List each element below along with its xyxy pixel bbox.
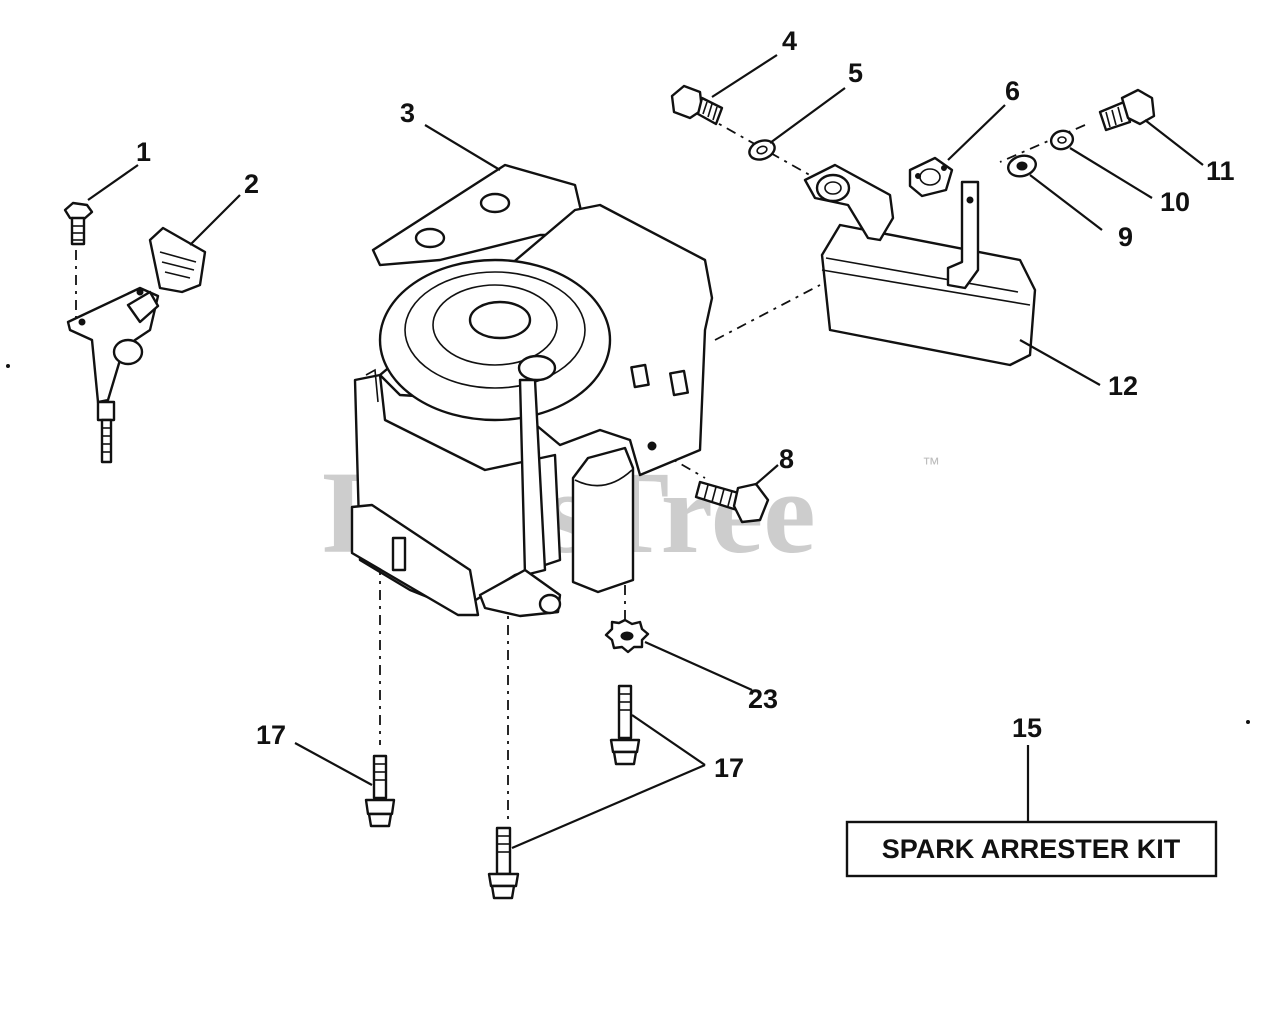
part-1-bolt [63, 201, 94, 246]
part-11-bolt [1098, 88, 1156, 132]
callout-15: 15 [1012, 713, 1042, 743]
part-17-bolt-left [364, 754, 396, 828]
spark-arrester-kit-label: SPARK ARRESTER KIT [882, 834, 1181, 864]
spark-arrester-kit-box: SPARK ARRESTER KIT [845, 820, 1218, 878]
callout-8: 8 [779, 444, 794, 474]
callout-23: 23 [748, 684, 778, 714]
callout-5: 5 [848, 58, 863, 88]
part-10-lock-washer [1049, 129, 1075, 151]
callout-6: 6 [1005, 76, 1020, 106]
callout-11: 11 [1206, 156, 1235, 186]
part-23-star-washer [604, 618, 650, 654]
callout-12: 12 [1108, 371, 1138, 401]
callout-17-right: 17 [714, 753, 744, 783]
callout-17-left: 17 [256, 720, 286, 750]
watermark-tm: ™ [922, 454, 940, 474]
assembly-lines [75, 115, 1086, 825]
leader-lines [87, 54, 1204, 850]
callout-1: 1 [136, 137, 151, 167]
callout-10: 10 [1160, 187, 1190, 217]
part-2-control-bracket [66, 226, 207, 464]
part-17-bolt-right [487, 826, 520, 900]
part-4-bolt [670, 84, 724, 126]
callout-3: 3 [400, 98, 415, 128]
callouts: 1 2 3 4 5 6 8 9 10 11 12 15 17 17 23 [136, 26, 1235, 783]
part-3-engine [350, 163, 714, 618]
callout-9: 9 [1118, 222, 1133, 252]
part-17-bolt-middle [609, 684, 641, 766]
callout-4: 4 [782, 26, 797, 56]
callout-2: 2 [244, 169, 259, 199]
part-6-gasket [908, 156, 954, 198]
part-9-washer [1007, 154, 1037, 178]
part-5-washer [748, 139, 776, 161]
part-12-muffler [803, 163, 1037, 367]
